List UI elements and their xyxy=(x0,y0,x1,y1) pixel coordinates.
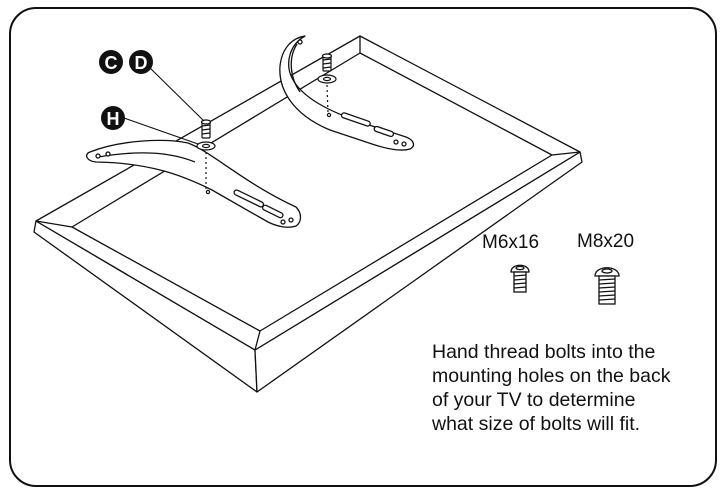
leader-line-h xyxy=(123,117,199,145)
callout-d-label: D xyxy=(135,53,148,73)
instruction-line: mounting holes on the back xyxy=(432,365,671,387)
leader-line-cd xyxy=(149,67,205,122)
callout-h: H xyxy=(101,106,125,130)
stand-bracket-right xyxy=(279,35,415,151)
diagram-frame xyxy=(9,7,717,487)
instruction-text: Hand thread bolts into the mounting hole… xyxy=(432,340,712,436)
instruction-line: what size of bolts will fit. xyxy=(432,413,641,435)
instruction-line: of your TV to determine xyxy=(432,389,636,411)
callout-h-label: H xyxy=(107,109,120,129)
tv-panel xyxy=(33,35,583,393)
callout-d: D xyxy=(129,50,153,74)
instruction-line: Hand thread bolts into the xyxy=(432,341,656,363)
callout-c: C xyxy=(99,50,123,74)
bolt-m6x16-icon xyxy=(510,264,530,293)
bolt-label-m8x20: M8x20 xyxy=(577,231,635,252)
bolt-label-m6x16: M6x16 xyxy=(482,232,540,253)
stand-bracket-left xyxy=(85,139,302,228)
callout-c-label: C xyxy=(105,53,118,73)
bolt-washer-right xyxy=(317,53,337,118)
bolt-m8x20-icon xyxy=(594,267,620,305)
